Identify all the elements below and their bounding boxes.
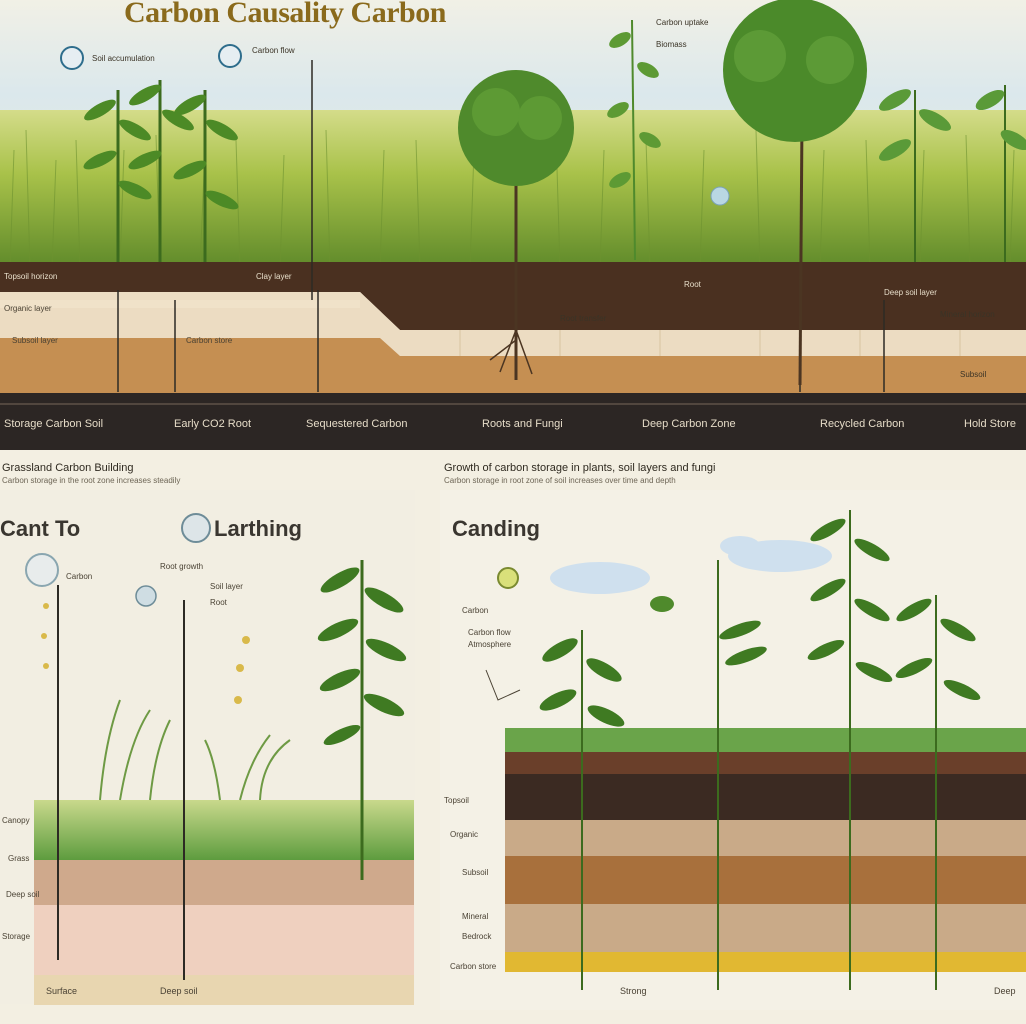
right-panel — [440, 490, 1026, 1010]
top-panel — [0, 0, 1026, 450]
magnifier-icon — [218, 44, 242, 68]
left-callout: Canopy — [2, 816, 30, 825]
left-callout: Storage — [2, 932, 31, 941]
top-callout: Deep soil layer — [884, 288, 937, 297]
right-layer-label: Organic — [450, 830, 479, 839]
left-globe-icon — [25, 553, 59, 587]
right-layer-label: Topsoil — [444, 796, 469, 805]
right-carbon-icon — [497, 567, 519, 589]
soil-layer-label: Subsoil layer — [12, 336, 58, 345]
soil-layer-label: Carbon store — [186, 336, 233, 345]
globe-icon — [60, 46, 84, 70]
top-callout: Subsoil — [960, 370, 987, 379]
left-callout: Soil layer — [210, 582, 243, 591]
top-callout: Root transfer — [560, 314, 607, 323]
right-panel-note: Carbon storage in root zone of soil incr… — [444, 476, 676, 485]
top-bottom-bar — [0, 393, 1026, 450]
tall-plant-left — [83, 80, 239, 262]
right-callout: Atmosphere — [468, 640, 512, 649]
large-tree-right — [723, 0, 867, 386]
right-callout: Carbon — [462, 606, 489, 615]
right-layer-topsoil — [505, 752, 1026, 774]
left-panel-note: Carbon storage in the root zone increase… — [2, 476, 181, 485]
right-layer-organic — [505, 774, 1026, 820]
top-callout: Biomass — [656, 40, 687, 49]
right-layer-label: Carbon store — [450, 962, 497, 971]
top-callout: Carbon uptake — [656, 18, 709, 27]
soil-dark-layer — [0, 262, 1026, 330]
right-layer-label: Subsoil — [462, 868, 489, 877]
right-layer-bedrock — [505, 904, 1026, 952]
left-callout: Root — [210, 598, 227, 607]
left-panel-heading: Grassland Carbon Building — [2, 462, 134, 474]
left-panel-title-b: Larthing — [214, 516, 302, 541]
right-panel-heading: Growth of carbon storage in plants, soil… — [444, 462, 716, 474]
left-tall-plant — [317, 560, 407, 880]
left-panel — [0, 490, 415, 1005]
bar-label: Storage Carbon Soil — [4, 418, 104, 430]
soil-layer-label: Clay layer — [256, 272, 292, 281]
right-layer-subsoil — [505, 820, 1026, 856]
top-callout: Mineral horizon — [940, 310, 995, 319]
soil-clay-layer — [0, 338, 1026, 395]
right-bottom-label: Strong — [620, 986, 647, 996]
bar-label: Sequestered Carbon — [306, 418, 408, 430]
bar-label: Hold Store — [964, 418, 1016, 430]
left-bottom-label: Deep soil — [160, 986, 198, 996]
top-callout: Root — [684, 280, 701, 289]
left-callout: Deep soil — [6, 890, 40, 899]
bar-label: Roots and Fungi — [482, 418, 563, 430]
right-layer-mineral — [505, 856, 1026, 904]
left-panel-title-a: Cant To — [0, 516, 81, 541]
shrubs-right — [879, 85, 1026, 262]
left-callout: Carbon — [66, 572, 93, 581]
page-title: Carbon Causality Carbon — [124, 0, 446, 29]
left-badge-icon — [181, 513, 211, 543]
climbing-plant — [607, 19, 661, 261]
top-callout: Soil accumulation — [92, 54, 155, 63]
bar-label: Recycled Carbon — [820, 418, 905, 430]
right-bottom-label: Deep — [994, 986, 1016, 996]
left-lens-icon — [135, 585, 157, 607]
bar-label: Early CO2 Root — [174, 418, 252, 430]
left-callout: Root growth — [160, 562, 204, 571]
left-bottom-label: Surface — [46, 986, 78, 996]
right-layer-label: Mineral — [462, 912, 489, 921]
right-layer-label: Bedrock — [462, 932, 492, 941]
left-callout: Grass — [8, 854, 30, 863]
round-tree-center — [458, 70, 574, 380]
right-layer-carbon-store — [505, 952, 1026, 972]
top-callout: Carbon flow — [252, 46, 295, 55]
soil-layer-label: Topsoil horizon — [4, 272, 58, 281]
right-panel-title: Canding — [452, 516, 540, 541]
water-drop-icon — [710, 186, 730, 206]
right-callout: Carbon flow — [468, 628, 511, 637]
soil-layer-label: Organic layer — [4, 304, 52, 313]
bar-label: Deep Carbon Zone — [642, 418, 736, 430]
